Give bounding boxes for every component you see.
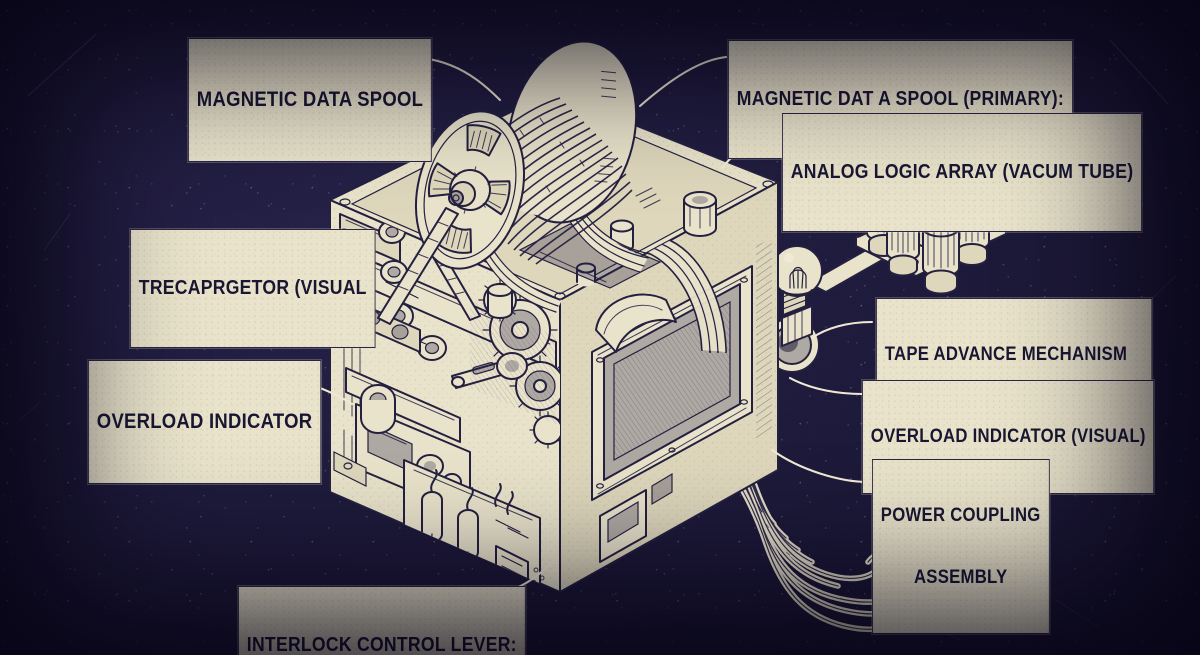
callout-line: OVERLOAD INDICATOR (VISUAL): [870, 426, 1146, 448]
leader-tape-advance: [810, 320, 874, 340]
leader-magnetic-data-spool-primary: [638, 55, 728, 108]
callout-line: TAPE ADVANCE MECHANISM: [884, 344, 1128, 366]
callout-line: MAGNETIC DAT A SPOOL (PRIMARY):: [736, 88, 1065, 111]
leader-overload-indicator-visual: [788, 376, 864, 396]
callout-line: OVERLOAD INDICATOR: [96, 410, 313, 434]
callout-trecaprgetor-visual[interactable]: TRECAPRGETOR (VISUAL: [130, 229, 376, 348]
machine-cabinet: [329, 91, 779, 593]
magnetic-data-spool: [377, 40, 638, 325]
callout-line: INTERLOCK CONTROL LEVER:: [246, 634, 517, 655]
callout-line: ANALOG LOGIC ARRAY (VACUM TUBE): [790, 161, 1134, 184]
callout-line: TRECAPRGETOR (VISUAL: [138, 277, 367, 300]
callout-line: MAGNETIC DATA SPOOL: [196, 88, 424, 112]
callout-magnetic-data-spool[interactable]: MAGNETIC DATA SPOOL: [188, 38, 433, 163]
leader-power-coupling: [770, 448, 870, 484]
callout-line: POWER COUPLING: [880, 505, 1041, 527]
callout-power-coupling-assembly[interactable]: POWER COUPLING ASSEMBLY: [872, 459, 1050, 635]
callout-analog-logic-array[interactable]: ANALOG LOGIC ARRAY (VACUM TUBE): [782, 113, 1143, 232]
callout-interlock-control-lever[interactable]: INTERLOCK CONTROL LEVER:: [238, 586, 526, 655]
callout-overload-indicator[interactable]: OVERLOAD INDICATOR: [88, 360, 322, 485]
callout-line: ASSEMBLY: [913, 566, 1008, 588]
